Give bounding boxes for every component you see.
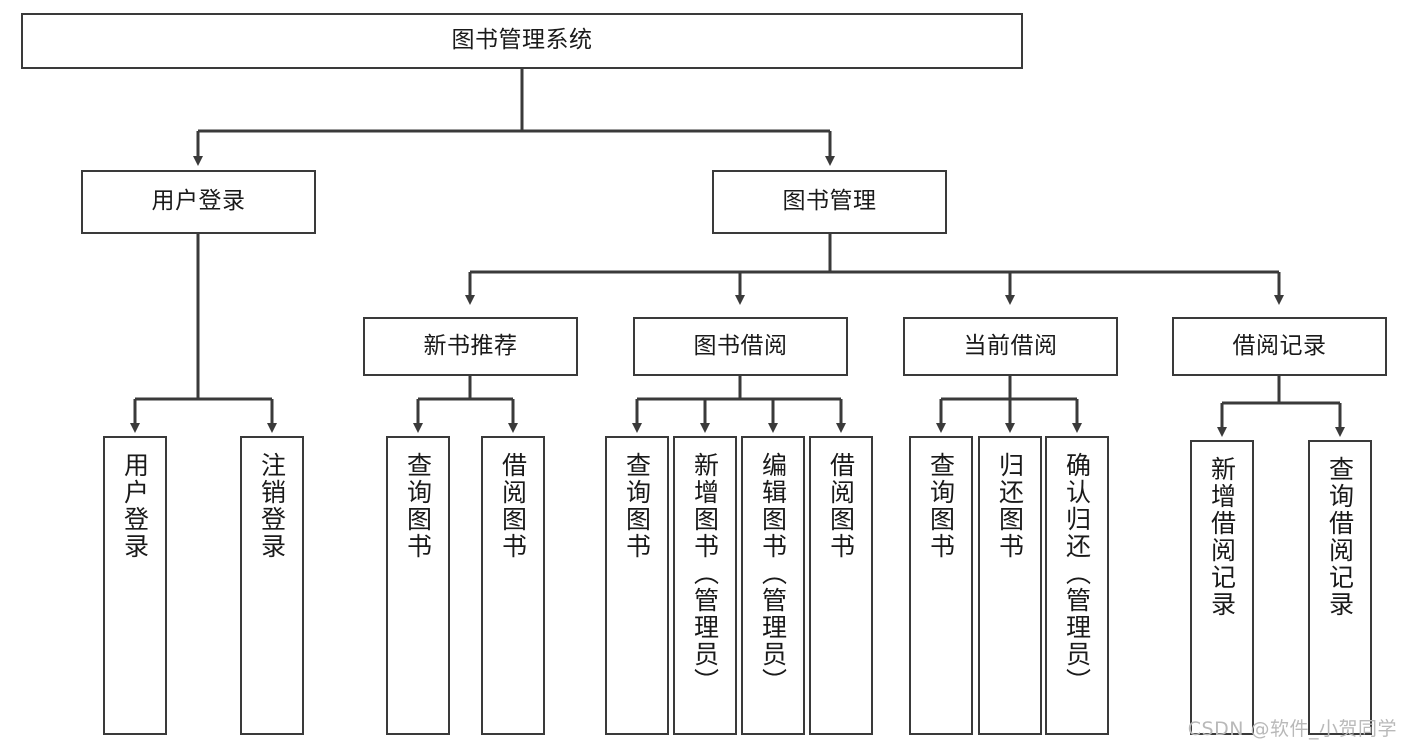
leaf-current-query-book[interactable]: 查询图书: [909, 436, 973, 735]
node-user-login-label: 用户登录: [151, 188, 246, 215]
node-root[interactable]: 图书管理系统: [21, 13, 1023, 69]
leaf-user-login-signout[interactable]: 注销登录: [240, 436, 304, 735]
leaf-user-login-signin[interactable]: 用户登录: [103, 436, 167, 735]
watermark: CSDN @软件_小贺同学: [1187, 718, 1397, 740]
node-book-borrow[interactable]: 图书借阅: [633, 317, 848, 376]
node-book-management[interactable]: 图书管理: [712, 170, 947, 234]
node-borrow-record[interactable]: 借阅记录: [1172, 317, 1387, 376]
leaf-record-query-record-label: 查询借阅记录: [1325, 456, 1355, 618]
leaf-current-confirm-return-admin-label: 确认归还（管理员）: [1062, 452, 1092, 695]
leaf-borrow-query-book-label: 查询图书: [622, 452, 652, 560]
node-root-label: 图书管理系统: [451, 27, 593, 54]
leaf-current-confirm-return-admin[interactable]: 确认归还（管理员）: [1045, 436, 1109, 735]
leaf-recommend-query-book-label: 查询图书: [403, 452, 433, 560]
leaf-record-add-record[interactable]: 新增借阅记录: [1190, 440, 1254, 735]
leaf-borrow-borrow-book-label: 借阅图书: [826, 452, 856, 560]
leaf-current-return-book[interactable]: 归还图书: [978, 436, 1042, 735]
leaf-borrow-add-book-admin[interactable]: 新增图书（管理员）: [673, 436, 737, 735]
node-current-borrow-label: 当前借阅: [963, 332, 1058, 359]
leaf-recommend-borrow-book[interactable]: 借阅图书: [481, 436, 545, 735]
leaf-borrow-edit-book-admin[interactable]: 编辑图书（管理员）: [741, 436, 805, 735]
leaf-current-query-book-label: 查询图书: [926, 452, 956, 560]
node-new-book-recommend[interactable]: 新书推荐: [363, 317, 578, 376]
leaf-user-login-signin-label: 用户登录: [120, 452, 150, 560]
node-new-book-recommend-label: 新书推荐: [423, 332, 518, 359]
leaf-user-login-signout-label: 注销登录: [257, 452, 287, 560]
leaf-borrow-add-book-admin-label: 新增图书（管理员）: [690, 452, 720, 695]
leaf-recommend-borrow-book-label: 借阅图书: [498, 452, 528, 560]
node-user-login[interactable]: 用户登录: [81, 170, 316, 234]
leaf-borrow-query-book[interactable]: 查询图书: [605, 436, 669, 735]
leaf-recommend-query-book[interactable]: 查询图书: [386, 436, 450, 735]
leaf-borrow-borrow-book[interactable]: 借阅图书: [809, 436, 873, 735]
node-book-borrow-label: 图书借阅: [693, 332, 788, 359]
leaf-borrow-edit-book-admin-label: 编辑图书（管理员）: [758, 452, 788, 695]
node-book-management-label: 图书管理: [782, 188, 877, 215]
node-current-borrow[interactable]: 当前借阅: [903, 317, 1118, 376]
leaf-current-return-book-label: 归还图书: [995, 452, 1025, 560]
leaf-record-add-record-label: 新增借阅记录: [1207, 456, 1237, 618]
leaf-record-query-record[interactable]: 查询借阅记录: [1308, 440, 1372, 735]
node-borrow-record-label: 借阅记录: [1232, 332, 1327, 359]
